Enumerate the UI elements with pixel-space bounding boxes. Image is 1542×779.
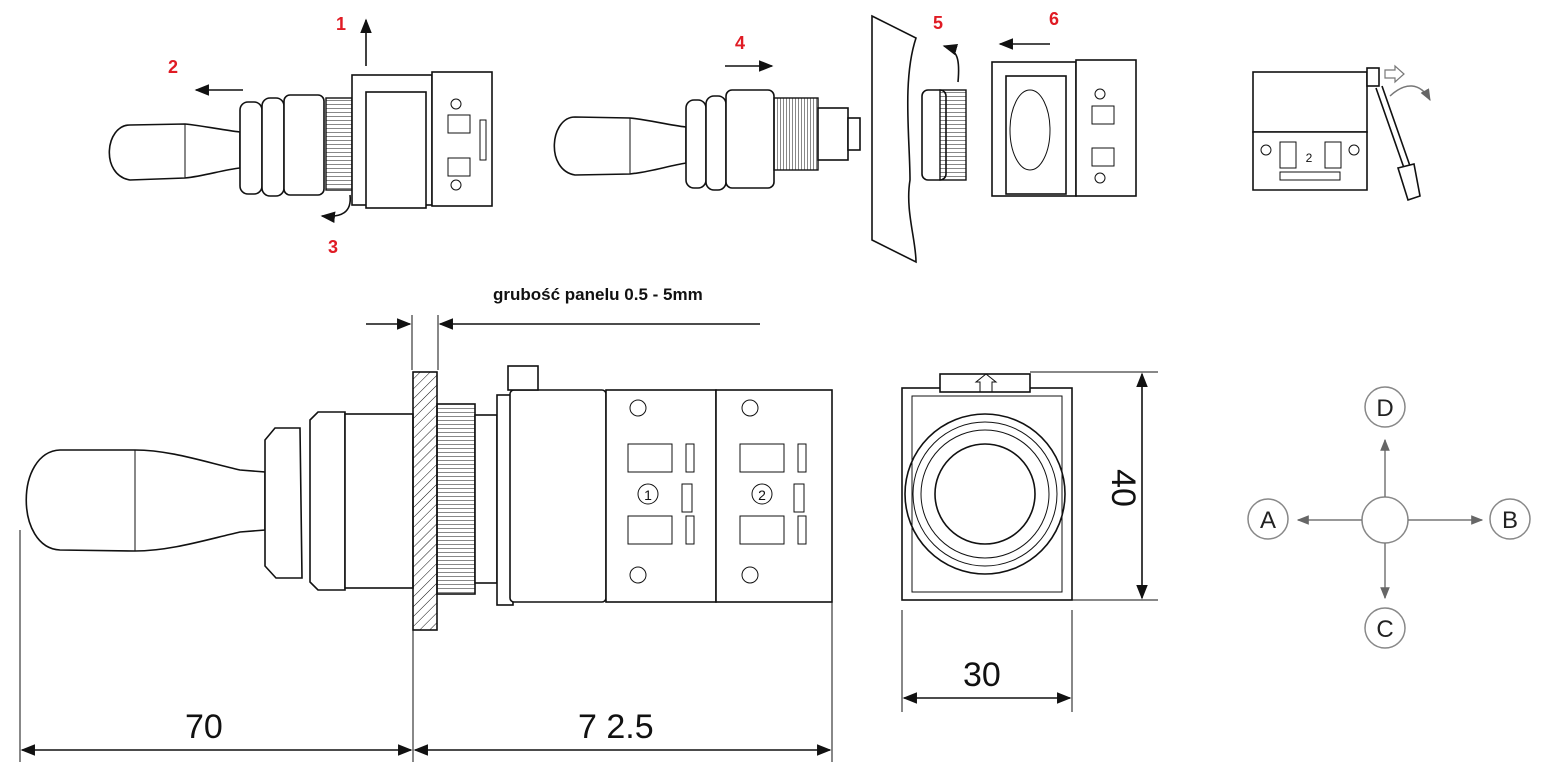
contact-block-removal-illustration xyxy=(1252,64,1431,202)
assembled-joystick-illustration xyxy=(108,18,493,224)
dimension-front-width: 30 xyxy=(963,656,1001,694)
dimension-front-height: 40 xyxy=(1104,469,1142,507)
front-view-drawing xyxy=(901,373,1073,601)
step-number-2: 2 xyxy=(168,57,178,77)
contact-block-number-1: 1 xyxy=(644,487,652,503)
direction-label-down: C xyxy=(1376,616,1393,643)
disassembled-joystick-illustration xyxy=(553,14,1137,264)
contact-block-side-number: 2 xyxy=(1306,151,1313,165)
step-number-4: 4 xyxy=(735,33,745,53)
length-dimension-lines xyxy=(19,530,833,762)
direction-diagram xyxy=(1247,386,1531,649)
direction-label-up: D xyxy=(1376,395,1393,422)
direction-label-right: B xyxy=(1502,507,1518,534)
dimension-body-length: 7 2.5 xyxy=(578,708,654,746)
dimension-handle-length: 70 xyxy=(185,708,223,746)
step-number-1: 1 xyxy=(336,14,346,34)
direction-label-left: A xyxy=(1260,507,1276,534)
step-number-5: 5 xyxy=(933,13,943,33)
step-number-6: 6 xyxy=(1049,9,1059,29)
front-dimension-lines xyxy=(901,371,1158,712)
side-view-drawing xyxy=(25,365,833,631)
panel-thickness-label: grubość panelu 0.5 - 5mm xyxy=(493,285,703,304)
contact-block-number-2: 2 xyxy=(758,487,766,503)
step-number-3: 3 xyxy=(328,237,338,257)
